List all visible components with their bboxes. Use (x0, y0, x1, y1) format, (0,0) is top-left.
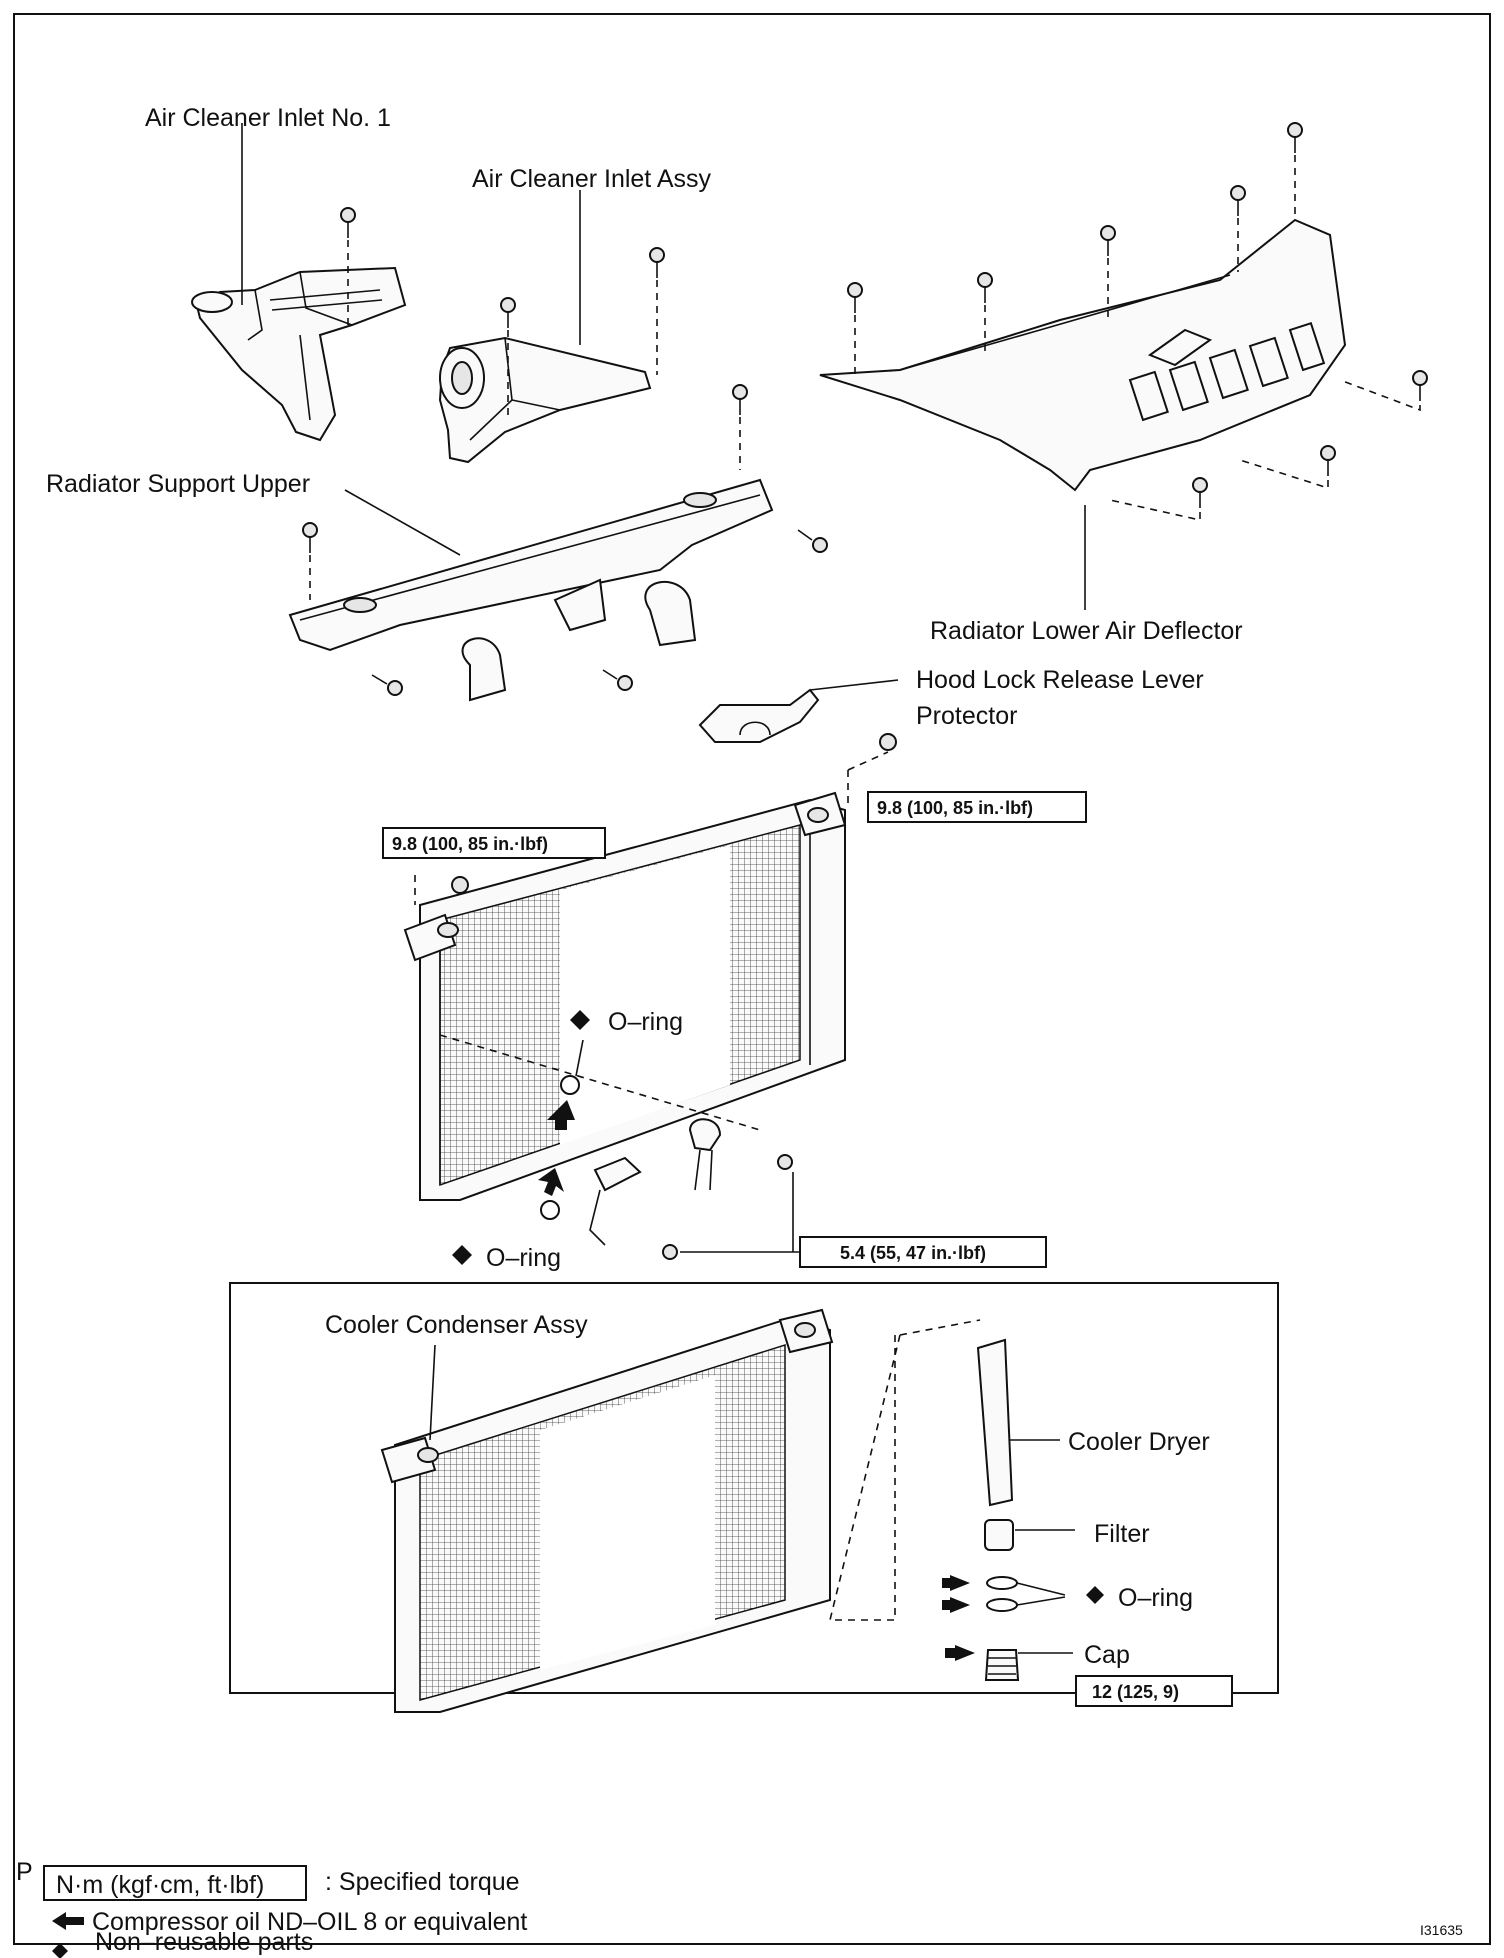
torque-left-value: 9.8 (100, 85 in.·lbf) (392, 834, 548, 854)
radiator-support-upper-part (288, 478, 774, 702)
cooler-dryer-part (976, 1338, 1014, 1507)
bolt-icon (977, 272, 993, 303)
oil-arrow-icon (945, 1645, 975, 1661)
inset-frame (229, 1282, 1279, 1694)
bolt-icon (602, 669, 633, 691)
label-o-ring-dryer: O–ring (1118, 1584, 1193, 1612)
label-o-ring-lower: O–ring (486, 1244, 561, 1272)
figure-id: I31635 (1420, 1922, 1463, 1938)
bolt-icon (1230, 185, 1246, 216)
legend-prefix: P (16, 1858, 33, 1886)
nonreusable-diamond-icon (570, 1010, 590, 1030)
nonreusable-diamond-icon (452, 1245, 472, 1265)
o-ring-icon (560, 1075, 580, 1095)
bolt-icon (371, 674, 403, 696)
radiator-lower-air-deflector-part (819, 218, 1347, 492)
oil-arrow-icon (942, 1575, 970, 1591)
torque-cap-value: 12 (125, 9) (1092, 1682, 1179, 1702)
bolt-icon (302, 522, 318, 553)
bolt-icon (777, 1154, 793, 1170)
bolt-icon (847, 282, 863, 313)
o-ring-icon (986, 1598, 1018, 1612)
air-cleaner-inlet-assy-part (438, 336, 652, 464)
o-ring-icon (540, 1200, 560, 1220)
torque-box-cap (1075, 1675, 1233, 1707)
oil-arrow-icon (538, 1168, 564, 1196)
label-radiator-support-upper: Radiator Support Upper (46, 470, 310, 498)
legend-nonreusable-desc: Non–reusable parts (95, 1928, 313, 1956)
legend-oil-arrow-icon (52, 1912, 84, 1930)
label-air-cleaner-inlet-no1: Air Cleaner Inlet No. 1 (145, 104, 391, 132)
legend-diamond-icon (52, 1943, 68, 1958)
label-air-cleaner-inlet-assy: Air Cleaner Inlet Assy (472, 165, 711, 193)
torque-box-right (867, 791, 1087, 823)
legend-torque-desc: : Specified torque (325, 1868, 520, 1896)
hood-lock-protector-part (698, 688, 820, 743)
bolt-icon (732, 384, 748, 415)
bolt-icon (1412, 370, 1428, 401)
bolt-icon (649, 247, 665, 278)
label-cooler-condenser-assy: Cooler Condenser Assy (325, 1311, 588, 1339)
pressure-switch-part (589, 1118, 722, 1246)
label-hood-lock-line2: Protector (916, 702, 1017, 730)
bolt-icon (1192, 477, 1208, 508)
oil-arrow-icon (942, 1597, 970, 1613)
bolt-icon (1287, 122, 1303, 153)
bolt-icon (879, 733, 897, 751)
torque-bolts-value: 5.4 (55, 47 in.·lbf) (840, 1243, 986, 1263)
o-ring-icon (986, 1576, 1018, 1590)
legend-torque-unit: N·m (kgf·cm, ft·lbf) (56, 1871, 264, 1899)
bolt-icon (1100, 225, 1116, 256)
torque-box-left (382, 827, 606, 859)
bolt-icon (797, 529, 828, 553)
bolt-icon (340, 207, 356, 238)
label-filter: Filter (1094, 1520, 1150, 1548)
torque-box-bolts (799, 1236, 1047, 1268)
cap-part (984, 1649, 1020, 1681)
bolt-icon (500, 297, 516, 328)
bolt-icon (1320, 445, 1336, 476)
cooler-condenser-main-part (403, 791, 847, 1201)
oil-arrow-icon (547, 1100, 575, 1130)
label-cap: Cap (1084, 1641, 1130, 1669)
air-cleaner-inlet-no1-part (191, 266, 407, 442)
label-hood-lock-line1: Hood Lock Release Lever (916, 666, 1204, 694)
label-o-ring-upper: O–ring (608, 1008, 683, 1036)
label-cooler-dryer: Cooler Dryer (1068, 1428, 1210, 1456)
bolt-icon (662, 1244, 678, 1260)
label-radiator-lower-air-deflector: Radiator Lower Air Deflector (930, 617, 1243, 645)
filter-part (984, 1519, 1014, 1551)
cooler-condenser-inset-part (380, 1308, 834, 1713)
torque-right-value: 9.8 (100, 85 in.·lbf) (877, 798, 1033, 818)
page-frame (13, 13, 1491, 1945)
nonreusable-diamond-icon (1086, 1586, 1104, 1604)
legend-torque-box (43, 1865, 307, 1901)
bolt-icon (451, 876, 469, 894)
legend-oil-desc: Compressor oil ND–OIL 8 or equivalent (92, 1908, 527, 1936)
